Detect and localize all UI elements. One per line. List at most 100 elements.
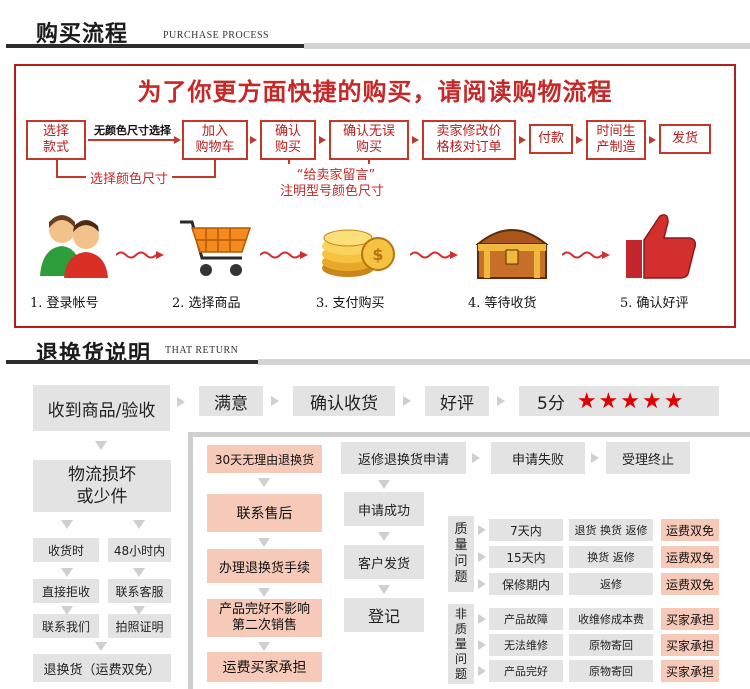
arrow-right-icon (177, 397, 185, 407)
flow-connector (88, 139, 178, 141)
flow-box-confirm-buy: 确认 购买 (260, 120, 316, 160)
satisfied-box: 满意 (199, 386, 263, 416)
quality-issue-label: 质 量 问 题 (448, 516, 474, 592)
header-rule (6, 360, 258, 364)
arrow-down-icon (133, 520, 145, 529)
non-quality-period: 产品故障 (489, 608, 563, 630)
purchase-section-subtitle: PURCHASE PROCESS (163, 30, 270, 41)
within-48h-box: 48小时内 (108, 538, 171, 562)
arrow-down-icon (95, 642, 107, 651)
note-model-color-size: 注明型号颜色尺寸 (280, 184, 385, 199)
note-select-color-size: 选择颜色尺寸 (86, 168, 173, 187)
arrow-right-icon (478, 552, 486, 562)
arrow-right-icon (478, 666, 486, 676)
arrow-down-icon (378, 480, 390, 489)
wavy-arrow-icon (260, 251, 308, 259)
arrow-right-icon (174, 136, 181, 144)
reject-box: 直接拒收 (33, 579, 99, 603)
arrow-right-icon (250, 136, 257, 144)
confirm-receipt-box: 确认收货 (293, 386, 395, 416)
step-label-select: 2. 选择商品 (172, 296, 241, 311)
arrow-right-icon (478, 640, 486, 650)
quality-period: 保修期内 (489, 573, 563, 595)
non-quality-action: 原物寄回 (569, 634, 653, 656)
quality-action: 返修 (569, 573, 653, 595)
arrow-right-icon (649, 136, 656, 144)
quality-fee: 运费双免 (661, 519, 719, 541)
good-review-box: 好评 (425, 386, 489, 416)
header-rule-light (304, 43, 750, 49)
arrow-right-icon (497, 396, 505, 406)
apply-success-box: 申请成功 (344, 492, 424, 526)
loop-line (56, 160, 58, 176)
wavy-arrow-icon (562, 251, 610, 259)
flow-box-ship: 发货 (659, 124, 711, 154)
loop-line (214, 160, 216, 176)
non-quality-action: 原物寄回 (569, 660, 653, 682)
arrow-right-icon (472, 453, 480, 463)
customer-ship-box: 客户发货 (344, 545, 424, 579)
contact-after-sale-box: 联系售后 (207, 494, 322, 532)
non-quality-fee: 买家承担 (661, 634, 719, 656)
note-leave-message: “给卖家留言” (286, 164, 386, 183)
flow-box-production: 时间生 产制造 (586, 120, 646, 160)
users-icon (34, 210, 114, 280)
arrow-right-icon (319, 136, 326, 144)
arrow-down-icon (61, 568, 73, 577)
treasure-chest-icon (470, 216, 554, 282)
contact-us-box: 联系我们 (33, 614, 99, 638)
logistics-damage-box: 物流损坏 或少件 (33, 460, 171, 512)
photo-proof-box: 拍照证明 (108, 614, 171, 638)
contact-service-box: 联系客服 (108, 579, 171, 603)
non-quality-period: 产品完好 (489, 660, 563, 682)
terminate-box: 受理终止 (606, 442, 690, 474)
quality-period: 7天内 (489, 519, 563, 541)
arrow-down-icon (133, 606, 145, 615)
quality-fee: 运费双免 (661, 546, 719, 568)
arrow-right-icon (403, 396, 411, 406)
score-value: 5分 (537, 393, 565, 414)
received-time-box: 收货时 (33, 538, 99, 562)
apply-fail-box: 申请失败 (491, 442, 585, 474)
quality-action: 退货 换货 返修 (569, 519, 653, 541)
header-rule-light (258, 359, 750, 365)
wavy-arrow-icon (410, 251, 458, 259)
condition-box: 产品完好不影响 第二次销售 (207, 599, 322, 637)
non-quality-fee: 买家承担 (661, 660, 719, 682)
arrow-right-icon (478, 579, 486, 589)
step-label-review: 5. 确认好评 (620, 296, 689, 311)
received-inspect-box: 收到商品/验收 (33, 385, 170, 431)
arrow-down-icon (133, 568, 145, 577)
flow-between-label: 无颜色尺寸选择 (94, 124, 171, 137)
arrow-right-icon (591, 453, 599, 463)
arrow-down-icon (258, 478, 270, 487)
process-return-box: 办理退换货手续 (207, 549, 322, 583)
arrow-right-icon (576, 136, 583, 144)
non-quality-fee: 买家承担 (661, 608, 719, 630)
svg-text:$: $ (372, 245, 383, 264)
no-reason-return-box: 30天无理由退换货 (207, 445, 322, 473)
arrow-right-icon (412, 136, 419, 144)
flow-box-add-cart: 加入 购物车 (182, 120, 248, 160)
register-box: 登记 (344, 598, 424, 632)
shopping-cart-icon (176, 216, 256, 280)
arrow-down-icon (378, 585, 390, 594)
arrow-down-icon (258, 538, 270, 547)
arrow-right-icon (271, 396, 279, 406)
arrow-down-icon (258, 642, 270, 651)
purchase-section-title: 购买流程 (36, 21, 129, 47)
step-label-login: 1. 登录帐号 (30, 296, 99, 311)
flow-box-seller-adjust: 卖家修改价 格核对订单 (422, 120, 516, 160)
arrow-right-icon (519, 136, 526, 144)
coins-icon: $ (316, 218, 400, 284)
flow-box-pay: 付款 (529, 124, 573, 154)
quality-action: 换货 返修 (569, 546, 653, 568)
flow-box-select-style: 选择 款式 (26, 120, 86, 160)
panel-divider (188, 432, 193, 689)
buyer-pays-box: 运费买家承担 (207, 652, 322, 682)
thumbs-up-icon (620, 210, 700, 282)
header-rule (6, 44, 304, 48)
repair-apply-box: 返修退换货申请 (341, 442, 466, 474)
panel-divider (188, 432, 750, 437)
step-label-pay: 3. 支付购买 (316, 296, 385, 311)
